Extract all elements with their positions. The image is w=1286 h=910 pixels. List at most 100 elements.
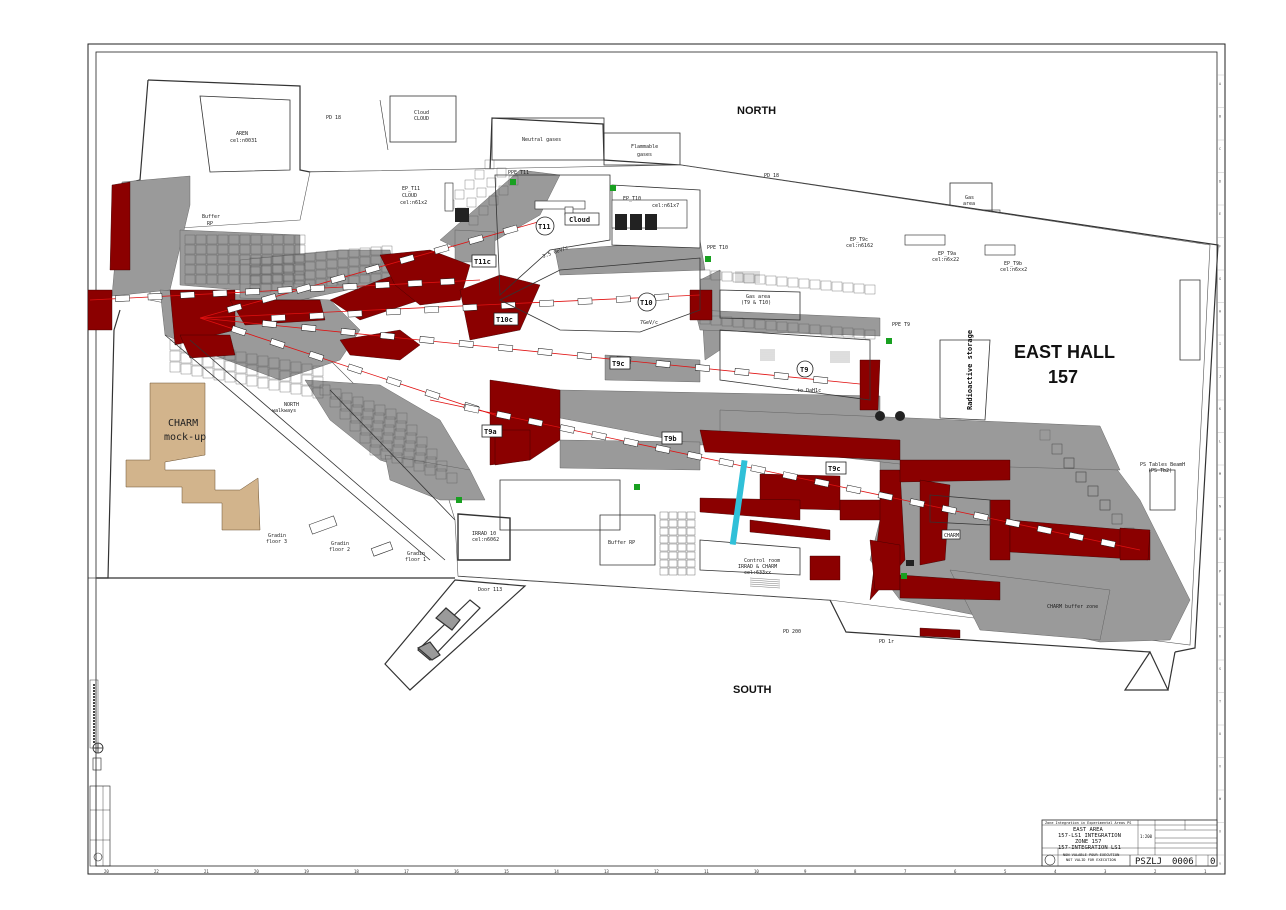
- bottom-ruler-tick: 5: [1004, 869, 1007, 874]
- title-line-6: NOT VALID FOR EXECUTION: [1066, 858, 1116, 862]
- shielding-blocks: [169, 159, 1135, 539]
- right-ruler-tick: Q: [1219, 602, 1221, 606]
- beam-magnet: [458, 340, 474, 348]
- drawing-revision: 0: [1210, 857, 1215, 867]
- beam-magnet: [1068, 531, 1085, 542]
- right-ruler-tick: J: [1219, 375, 1221, 379]
- beam-magnet: [270, 314, 286, 322]
- right-ruler-tick: K: [1219, 407, 1222, 411]
- right-ruler-tick: I: [1219, 342, 1221, 346]
- buffer-rp-main: Buffer RP: [608, 540, 635, 546]
- ppe-t11-label: PPE T11: [508, 170, 529, 176]
- gas-area-mid-2: (T9 & T10): [741, 300, 771, 306]
- beam-magnet: [495, 410, 512, 421]
- beam-magnet: [654, 293, 670, 301]
- cyan-cable-tray: [729, 459, 748, 545]
- right-ruler-tick: U: [1219, 732, 1221, 736]
- beam-magnet: [941, 504, 957, 515]
- bottom-ruler-tick: 1: [1204, 869, 1207, 874]
- title-line-5: NON VALABLE POUR EXECUTION: [1063, 853, 1119, 857]
- flammable-label-1: Flammable: [631, 144, 658, 150]
- beam-magnet: [1036, 525, 1053, 535]
- t10-target-marker: [637, 292, 657, 312]
- t9-target-marker: [796, 360, 814, 378]
- left-legend-block: [89, 679, 111, 867]
- storage-label: Radioactive storage: [966, 330, 974, 410]
- ep-t10-2: cel:n61x7: [652, 203, 679, 209]
- gas-area-mid-1: Gas area: [746, 294, 770, 300]
- ep-t9a-2: cel:n6x22: [932, 257, 959, 263]
- gas-area-top-2: area: [963, 201, 975, 207]
- right-ruler-tick: E: [1219, 212, 1221, 216]
- beam-magnet: [655, 360, 671, 368]
- title-line-2: 157-LS1 INTEGRATION: [1058, 833, 1121, 839]
- beam-magnet: [468, 234, 484, 245]
- pd18-label-a: PD 18: [326, 115, 341, 121]
- beam-magnet: [462, 303, 478, 312]
- bottom-ruler-tick: 18: [354, 869, 359, 874]
- aren-label-2: cel:n0031: [230, 138, 257, 144]
- bottom-ruler-tick: 22: [154, 869, 159, 874]
- ep-t11-1: EP_T11: [402, 186, 420, 192]
- right-ruler-tick: T: [1219, 700, 1222, 704]
- bottom-ruler-tick: 11: [704, 869, 709, 874]
- gradin-3-b: floor 3: [266, 539, 287, 545]
- beam-magnet: [261, 293, 277, 304]
- charm-mockup-label-1: CHARM: [168, 418, 198, 429]
- beam-magnet: [340, 328, 356, 336]
- beam-magnet: [615, 295, 631, 303]
- beam-magnet: [502, 224, 519, 235]
- green-marker: [634, 484, 640, 490]
- ps-tables-1: PS Tables BeamH: [1140, 462, 1185, 468]
- beam-magnet: [718, 457, 735, 468]
- ppe-t9-label: PPE T9: [892, 322, 910, 328]
- bottom-ruler-tick: 20: [254, 869, 259, 874]
- beam-magnet: [654, 444, 671, 454]
- beam-magnet: [909, 498, 926, 508]
- beam-magnet: [330, 273, 346, 284]
- beam-magnet: [814, 478, 830, 488]
- bottom-ruler-tick: 15: [504, 869, 509, 874]
- beam-magnet: [295, 283, 312, 294]
- charm-mockup-label-2: mock-up: [164, 432, 206, 443]
- t9c-lower-label: T9c: [828, 465, 841, 473]
- beam-labels: T11c T10c T9c T9a T9b T9c: [471, 254, 847, 475]
- pd18-label-b: PD 18: [764, 173, 779, 179]
- beam-magnet: [147, 293, 163, 301]
- charm-mockup-area: [125, 382, 261, 531]
- ep-t9b-1: EP_T9b: [1004, 261, 1022, 267]
- gradin-1-b: floor 1: [405, 557, 426, 563]
- beam-magnet: [419, 336, 435, 344]
- beam-magnet: [440, 278, 455, 286]
- beam-magnet: [576, 352, 592, 360]
- beam-magnet: [686, 451, 703, 461]
- beam-magnet: [498, 344, 514, 352]
- cloud-top-label-2: CLOUD: [414, 116, 429, 122]
- control-room-1: Control room: [744, 558, 780, 564]
- right-ruler-tick: P: [1219, 570, 1221, 574]
- gradins: [308, 515, 394, 557]
- t10-target-label: T10: [640, 299, 653, 307]
- charm-box-label: CHARM: [944, 533, 959, 539]
- t9c-upper-label: T9c: [612, 360, 625, 368]
- beam-magnet: [301, 324, 317, 332]
- right-ruler-tick: X: [1219, 830, 1222, 834]
- beam-magnet: [782, 471, 798, 481]
- north-walkways-1: NORTH: [284, 402, 299, 408]
- pd1r-label: PD 1r: [879, 639, 894, 645]
- north-walkways-2: walkways: [272, 408, 296, 414]
- right-ruler-tick: B: [1219, 115, 1221, 119]
- drawing-code: PSZLJ: [1135, 857, 1162, 867]
- beam-magnet: [813, 376, 829, 384]
- ep-t9c-1: EP_T9c: [850, 237, 868, 243]
- right-ruler-tick: R: [1219, 635, 1222, 639]
- right-ruler-tick: C: [1219, 147, 1221, 151]
- control-room-2: IRRAD & CHARM: [738, 564, 777, 570]
- cloud-box-label: Cloud: [569, 216, 590, 224]
- bottom-ruler-tick: 7: [904, 869, 907, 874]
- t11c-label: T11c: [474, 258, 491, 266]
- drawing-number: 0006: [1172, 857, 1194, 867]
- beam-magnet: [308, 350, 325, 362]
- t9a-label: T9a: [484, 428, 497, 436]
